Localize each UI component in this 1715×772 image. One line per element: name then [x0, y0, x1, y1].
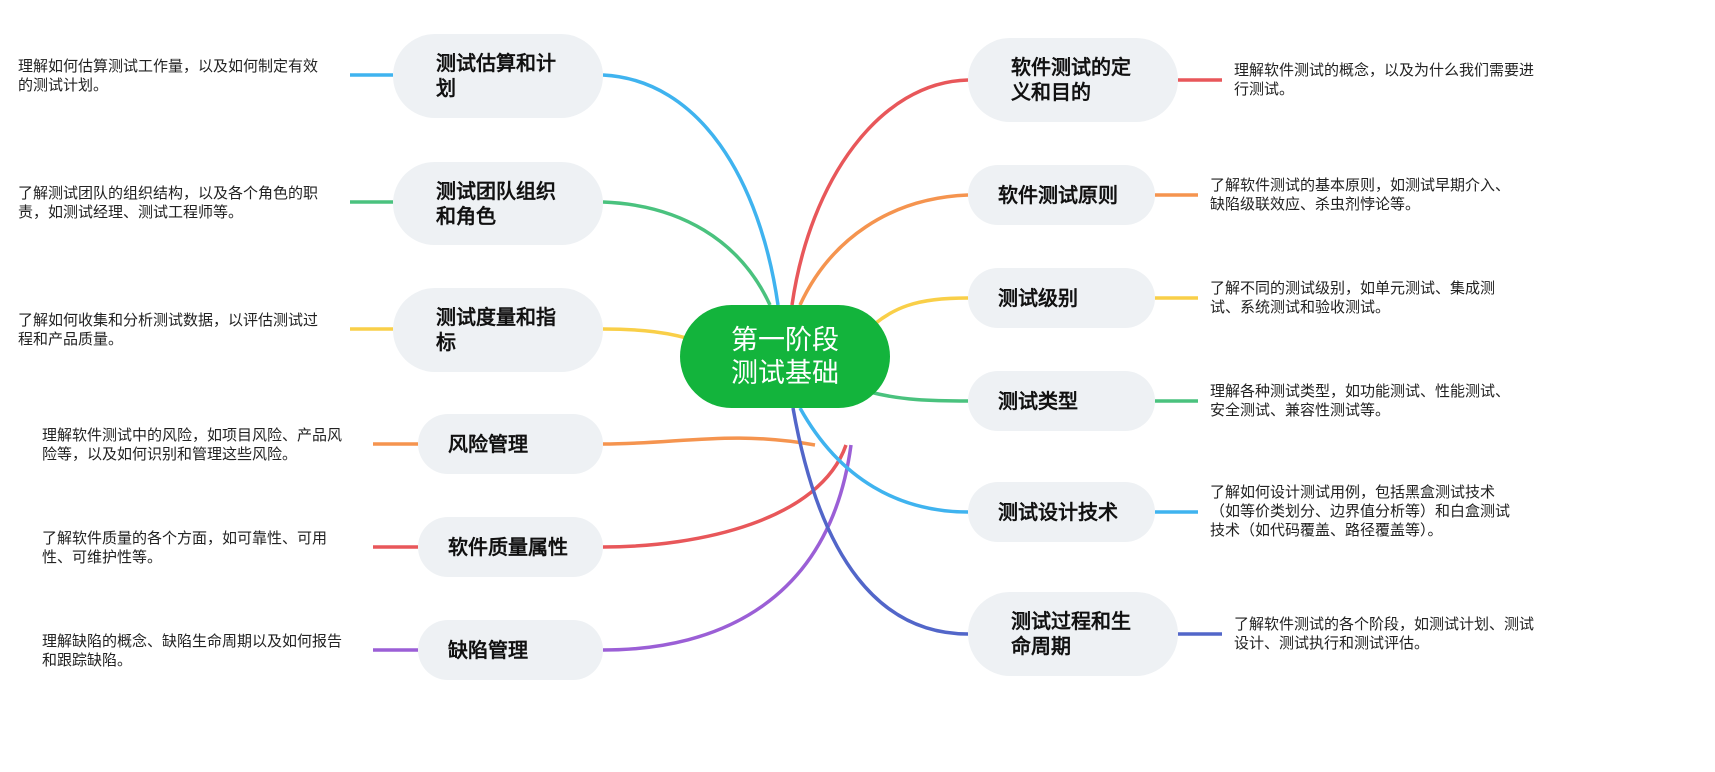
connector-principles — [798, 193, 969, 306]
description-text: 理解软件测试的概念，以及为什么我们需要进 — [1234, 61, 1535, 79]
topic-label: 标 — [436, 330, 456, 354]
description-defect-management: 理解缺陷的概念、缺陷生命周期以及如何报告 和跟踪缺陷。 — [42, 632, 342, 670]
topic-label: 划 — [436, 76, 456, 100]
topic-label: 软件质量属性 — [448, 534, 568, 559]
central-topic-line2: 测试基础 — [731, 357, 839, 389]
description-text: 了解软件质量的各个方面，如可靠性、可用 — [42, 529, 328, 547]
description-text: 了解软件测试的基本原则，如测试早期介入、 — [1210, 176, 1511, 194]
central-topic[interactable]: 第一阶段 测试基础 — [680, 305, 890, 408]
topic-test-team-roles[interactable]: 测试团队组织 和角色 — [393, 162, 603, 245]
description-text: 了解不同的测试级别，如单元测试、集成测 — [1210, 279, 1496, 297]
description-text: 理解如何估算测试工作量，以及如何制定有效 — [18, 57, 319, 75]
connector-quality — [602, 444, 848, 549]
description-text: 和跟踪缺陷。 — [42, 651, 133, 669]
description-text: 理解各种测试类型，如功能测试、性能测试、 — [1210, 382, 1511, 400]
topic-label: 软件测试的定 — [1011, 55, 1131, 79]
description-text: 险等，以及如何识别和管理这些风险。 — [42, 445, 298, 463]
topic-software-quality-attributes[interactable]: 软件质量属性 — [418, 517, 603, 577]
description-text: 了解如何收集和分析测试数据，以评估测试过 — [18, 311, 319, 329]
connector-estimation — [602, 73, 780, 306]
topic-defect-management[interactable]: 缺陷管理 — [418, 620, 603, 680]
topic-test-types[interactable]: 测试类型 — [968, 371, 1155, 431]
topic-label: 和角色 — [436, 203, 496, 228]
topic-label: 测试团队组织 — [436, 178, 556, 203]
description-testing-principles: 了解软件测试的基本原则，如测试早期介入、 缺陷级联效应、杀虫剂悖论等。 — [1210, 176, 1510, 214]
description-text: 责，如测试经理、测试工程师等。 — [18, 203, 244, 221]
description-text: 技术（如代码覆盖、路径覆盖等）。 — [1210, 521, 1443, 539]
topic-label: 测试估算和计 — [436, 51, 556, 75]
description-text: 了解如何设计测试用例，包括黑盒测试技术 — [1210, 483, 1496, 501]
description-text: 了解测试团队的组织结构，以及各个角色的职 — [18, 184, 319, 202]
description-text: 的测试计划。 — [18, 76, 109, 94]
topic-label: 命周期 — [1011, 634, 1071, 658]
description-text: 了解软件测试的各个阶段，如测试计划、测试 — [1234, 615, 1535, 633]
description-text: 理解软件测试中的风险，如项目风险、产品风 — [42, 426, 343, 444]
description-text: 设计、测试执行和测试评估。 — [1234, 634, 1430, 652]
topic-label: 软件测试原则 — [998, 182, 1118, 207]
connector-lifecycle — [791, 407, 969, 636]
topic-test-design-techniques[interactable]: 测试设计技术 — [968, 482, 1155, 542]
connector-defect — [602, 444, 853, 652]
central-topic-line1: 第一阶段 — [731, 324, 839, 356]
topic-testing-principles[interactable]: 软件测试原则 — [968, 165, 1155, 225]
description-test-team-roles: 了解测试团队的组织结构，以及各个角色的职 责，如测试经理、测试工程师等。 — [18, 184, 318, 222]
topic-test-process-lifecycle[interactable]: 测试过程和生 命周期 — [968, 592, 1178, 676]
description-test-estimation-planning: 理解如何估算测试工作量，以及如何制定有效 的测试计划。 — [18, 57, 318, 95]
topic-label: 测试设计技术 — [998, 499, 1118, 524]
topic-label: 测试过程和生 — [1011, 609, 1131, 633]
description-text: 程和产品质量。 — [18, 330, 124, 348]
topic-test-levels[interactable]: 测试级别 — [968, 268, 1155, 328]
topic-label: 测试度量和指 — [436, 305, 556, 329]
description-text: 缺陷级联效应、杀虫剂悖论等。 — [1210, 195, 1421, 213]
topic-label: 测试类型 — [998, 388, 1078, 413]
description-text: 行测试。 — [1234, 80, 1295, 98]
connector-definition — [790, 78, 969, 306]
description-test-metrics: 了解如何收集和分析测试数据，以评估测试过 程和产品质量。 — [18, 311, 318, 349]
description-test-levels: 了解不同的测试级别，如单元测试、集成测 试、系统测试和验收测试。 — [1210, 279, 1495, 317]
topic-label: 测试级别 — [998, 285, 1078, 310]
description-test-process-lifecycle: 了解软件测试的各个阶段，如测试计划、测试 设计、测试执行和测试评估。 — [1234, 615, 1534, 653]
description-testing-definition-purpose: 理解软件测试的概念，以及为什么我们需要进 行测试。 — [1234, 61, 1534, 99]
description-test-types: 理解各种测试类型，如功能测试、性能测试、 安全测试、兼容性测试等。 — [1210, 382, 1510, 420]
description-test-design-techniques: 了解如何设计测试用例，包括黑盒测试技术 （如等价类划分、边界值分析等）和白盒测试… — [1210, 483, 1510, 540]
connector-types — [869, 390, 969, 403]
description-text: 性、可维护性等。 — [42, 548, 163, 566]
topic-risk-management[interactable]: 风险管理 — [418, 414, 603, 474]
topic-label: 义和目的 — [1011, 80, 1091, 104]
topic-testing-definition-purpose[interactable]: 软件测试的定 义和目的 — [968, 38, 1178, 122]
description-text: （如等价类划分、边界值分析等）和白盒测试 — [1210, 502, 1511, 520]
description-risk-management: 理解软件测试中的风险，如项目风险、产品风 险等，以及如何识别和管理这些风险。 — [42, 426, 342, 464]
topic-test-estimation-planning[interactable]: 测试估算和计 划 — [393, 34, 603, 118]
description-software-quality-attributes: 了解软件质量的各个方面，如可靠性、可用 性、可维护性等。 — [42, 529, 327, 567]
connector-team — [602, 200, 772, 306]
description-text: 安全测试、兼容性测试等。 — [1210, 401, 1391, 419]
connector-design — [798, 407, 969, 514]
topic-test-metrics[interactable]: 测试度量和指 标 — [393, 288, 603, 372]
description-text: 试、系统测试和验收测试。 — [1210, 298, 1391, 316]
topic-label: 缺陷管理 — [448, 637, 528, 662]
description-text: 理解缺陷的概念、缺陷生命周期以及如何报告 — [42, 632, 343, 650]
connector-risk — [602, 436, 816, 447]
topic-label: 风险管理 — [448, 431, 528, 456]
